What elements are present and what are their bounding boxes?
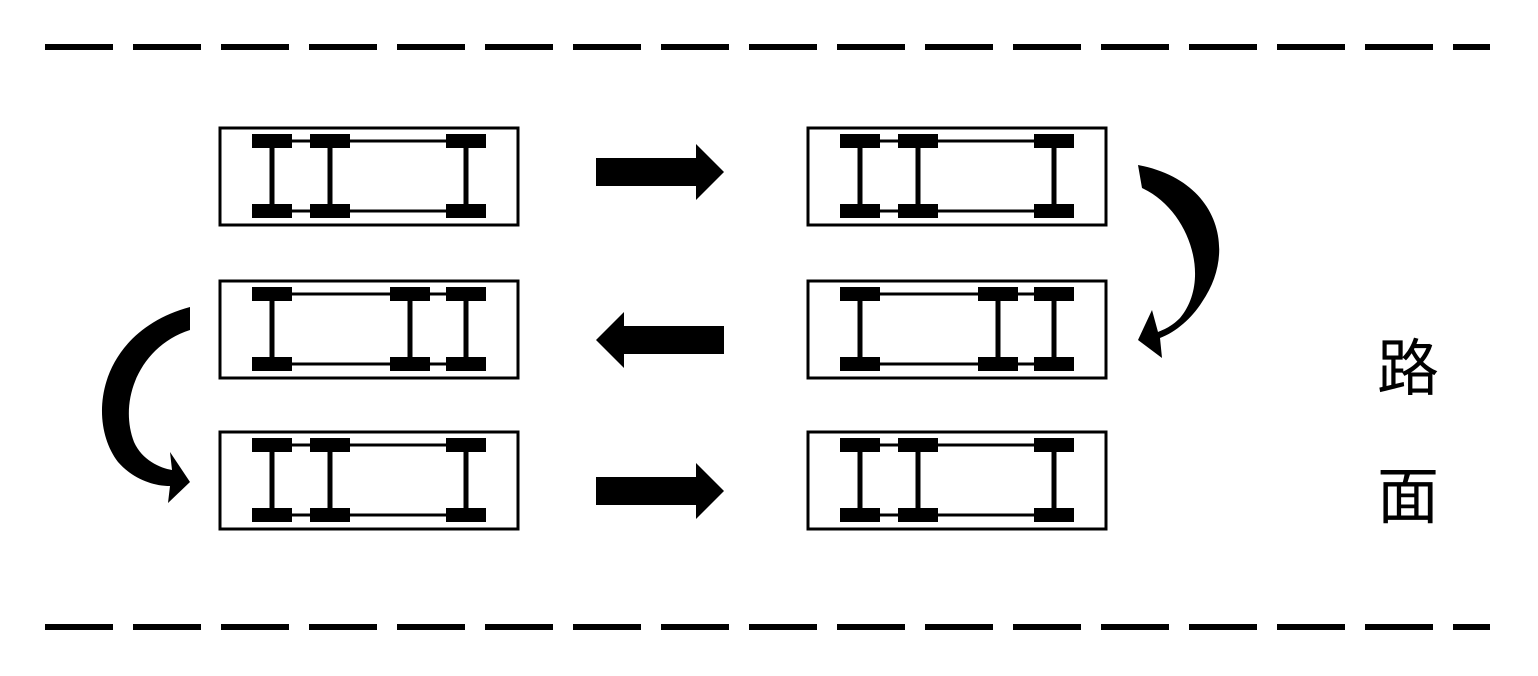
wheel xyxy=(898,204,938,218)
axle xyxy=(898,134,938,218)
axle xyxy=(1034,438,1074,522)
wheel xyxy=(446,134,486,148)
axle xyxy=(840,134,880,218)
arrow-right-bottom xyxy=(596,463,724,519)
vehicle-5 xyxy=(218,430,520,531)
axle xyxy=(898,438,938,522)
wheel xyxy=(310,438,350,452)
axle xyxy=(310,134,350,218)
vehicle-outline xyxy=(218,279,520,380)
wheel xyxy=(310,204,350,218)
vehicle-outline xyxy=(806,126,1108,227)
axle xyxy=(446,438,486,522)
wheel xyxy=(978,287,1018,301)
road-label-char-1: 路 xyxy=(1376,332,1439,405)
axle xyxy=(446,287,486,371)
wheel xyxy=(252,134,292,148)
wheel xyxy=(446,357,486,371)
vehicle-4 xyxy=(806,279,1108,380)
axle xyxy=(390,287,430,371)
vehicle-2 xyxy=(806,126,1108,227)
wheel xyxy=(310,134,350,148)
axle xyxy=(840,438,880,522)
vehicle-outline xyxy=(218,430,520,531)
wheel xyxy=(1034,287,1074,301)
wheel xyxy=(898,438,938,452)
wheel xyxy=(310,508,350,522)
wheel xyxy=(840,134,880,148)
wheel xyxy=(252,287,292,301)
wheel xyxy=(446,508,486,522)
wheel xyxy=(252,438,292,452)
wheel xyxy=(1034,134,1074,148)
vehicle-1 xyxy=(218,126,520,227)
vehicles-group xyxy=(218,126,1108,531)
wheel xyxy=(1034,508,1074,522)
wheel xyxy=(898,508,938,522)
axle xyxy=(840,287,880,371)
wheel xyxy=(390,287,430,301)
vehicle-3 xyxy=(218,279,520,380)
vehicle-outline xyxy=(806,430,1108,531)
axle xyxy=(1034,287,1074,371)
axle xyxy=(252,287,292,371)
axle xyxy=(310,438,350,522)
vehicle-6 xyxy=(806,430,1108,531)
axle xyxy=(252,134,292,218)
axle xyxy=(978,287,1018,371)
vehicle-outline xyxy=(218,126,520,227)
wheel xyxy=(1034,357,1074,371)
wheel xyxy=(446,287,486,301)
axle xyxy=(252,438,292,522)
wheel xyxy=(840,438,880,452)
wheel xyxy=(446,438,486,452)
wheel xyxy=(840,204,880,218)
wheel xyxy=(1034,204,1074,218)
wheel xyxy=(840,508,880,522)
wheel xyxy=(446,204,486,218)
curved-arrow-right xyxy=(1138,165,1220,358)
wheel xyxy=(898,134,938,148)
axle xyxy=(446,134,486,218)
curved-arrow-left xyxy=(101,307,190,503)
wheel xyxy=(252,204,292,218)
wheel xyxy=(252,357,292,371)
wheel xyxy=(1034,438,1074,452)
wheel xyxy=(390,357,430,371)
wheel xyxy=(840,287,880,301)
wheel xyxy=(840,357,880,371)
wheel xyxy=(978,357,1018,371)
arrow-left-middle xyxy=(596,312,724,368)
vehicle-outline xyxy=(806,279,1108,380)
arrow-right-top xyxy=(596,144,724,200)
wheel xyxy=(252,508,292,522)
road-label-char-2: 面 xyxy=(1376,460,1439,533)
axle xyxy=(1034,134,1074,218)
